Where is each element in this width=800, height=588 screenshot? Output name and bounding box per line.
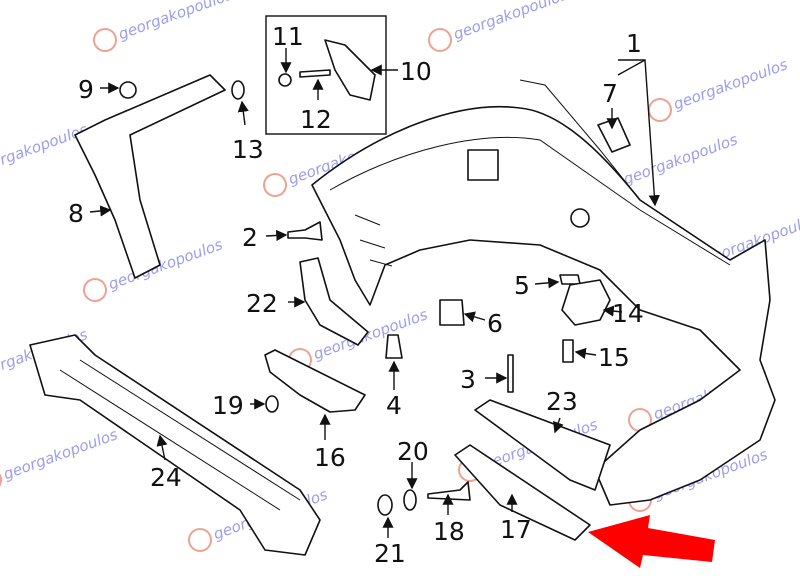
part-6 <box>439 299 465 326</box>
part-7 <box>597 117 631 153</box>
callout-19: 19 <box>212 391 244 420</box>
part-13 <box>231 80 245 100</box>
callout-12: 12 <box>300 105 332 134</box>
part-19 <box>265 395 279 413</box>
watermark-logo-icon <box>83 278 107 302</box>
part-12 <box>299 69 331 78</box>
callout-7: 7 <box>602 79 618 108</box>
watermark-logo-icon <box>648 98 672 122</box>
part-21 <box>377 494 393 516</box>
callout-21: 21 <box>374 539 406 568</box>
part-20 <box>403 489 417 511</box>
part-2 <box>287 221 323 241</box>
callout-23: 23 <box>546 387 578 416</box>
sensor-hole <box>570 208 590 228</box>
callout-20: 20 <box>397 437 429 466</box>
watermark: georgakopoulos <box>93 0 235 52</box>
part-15 <box>562 339 574 363</box>
callout-1: 1 <box>626 29 642 58</box>
part-8 <box>74 74 226 279</box>
bumper-contour-line <box>519 79 641 201</box>
part-17 <box>454 444 591 541</box>
callout-5: 5 <box>514 271 530 300</box>
callout-24: 24 <box>150 463 182 492</box>
watermark-logo-icon <box>93 28 117 52</box>
watermark-logo-icon <box>188 528 212 552</box>
bumper-cover <box>311 105 776 506</box>
callout-15: 15 <box>598 343 630 372</box>
watermark-logo-icon <box>428 28 452 52</box>
part-24 <box>29 334 321 556</box>
bumper-contour-line <box>354 214 393 267</box>
part-22 <box>299 257 369 346</box>
part-14 <box>561 279 611 326</box>
callout-13: 13 <box>232 135 264 164</box>
detail-box <box>265 15 387 135</box>
watermark-logo-icon <box>0 468 2 492</box>
part-18 <box>427 481 471 501</box>
watermark-text: georgakopoulos <box>1 425 120 483</box>
highlight-arrow <box>588 515 715 568</box>
watermark: georgakopoulos <box>0 425 120 492</box>
watermark-logo-icon <box>263 173 287 197</box>
part-11 <box>278 73 292 87</box>
callout-2: 2 <box>242 223 258 252</box>
callout-10: 10 <box>400 57 432 86</box>
part-10 <box>324 39 376 101</box>
part-16 <box>264 349 366 413</box>
watermark-text: georgakopoulos <box>0 120 90 178</box>
part-4 <box>385 334 403 359</box>
callout-16: 16 <box>314 443 346 472</box>
watermark-text: georgakopoulos <box>451 0 570 43</box>
callout-18: 18 <box>433 517 465 546</box>
part-24-rib <box>59 359 301 511</box>
part-5 <box>559 274 581 285</box>
callout-11: 11 <box>272 22 304 51</box>
callout-14: 14 <box>612 299 644 328</box>
callout-6: 6 <box>487 309 503 338</box>
callout-labels: 1 2 3 4 5 6 7 8 9 10 11 12 13 14 15 16 1… <box>68 22 644 568</box>
bumper-mount <box>467 149 499 181</box>
watermark-text: georgakopoulos <box>116 0 235 43</box>
watermark: georgakopoulos <box>0 120 90 178</box>
watermark-text: georgakopoulos <box>621 130 740 188</box>
part-3 <box>507 354 514 393</box>
callout-3: 3 <box>460 365 476 394</box>
callout-9: 9 <box>78 75 94 104</box>
part-9 <box>119 81 137 99</box>
bumper-contour-line <box>329 137 731 266</box>
callout-8: 8 <box>68 199 84 228</box>
callout-22: 22 <box>246 289 278 318</box>
watermark: georgakopoulos <box>648 55 790 122</box>
watermark: georgakopoulos <box>428 0 570 52</box>
callout-4: 4 <box>386 391 402 420</box>
callout-17: 17 <box>500 515 532 544</box>
watermark-text: georgakopoulos <box>671 55 790 113</box>
part-23 <box>474 399 611 491</box>
leader-lines <box>89 48 660 538</box>
